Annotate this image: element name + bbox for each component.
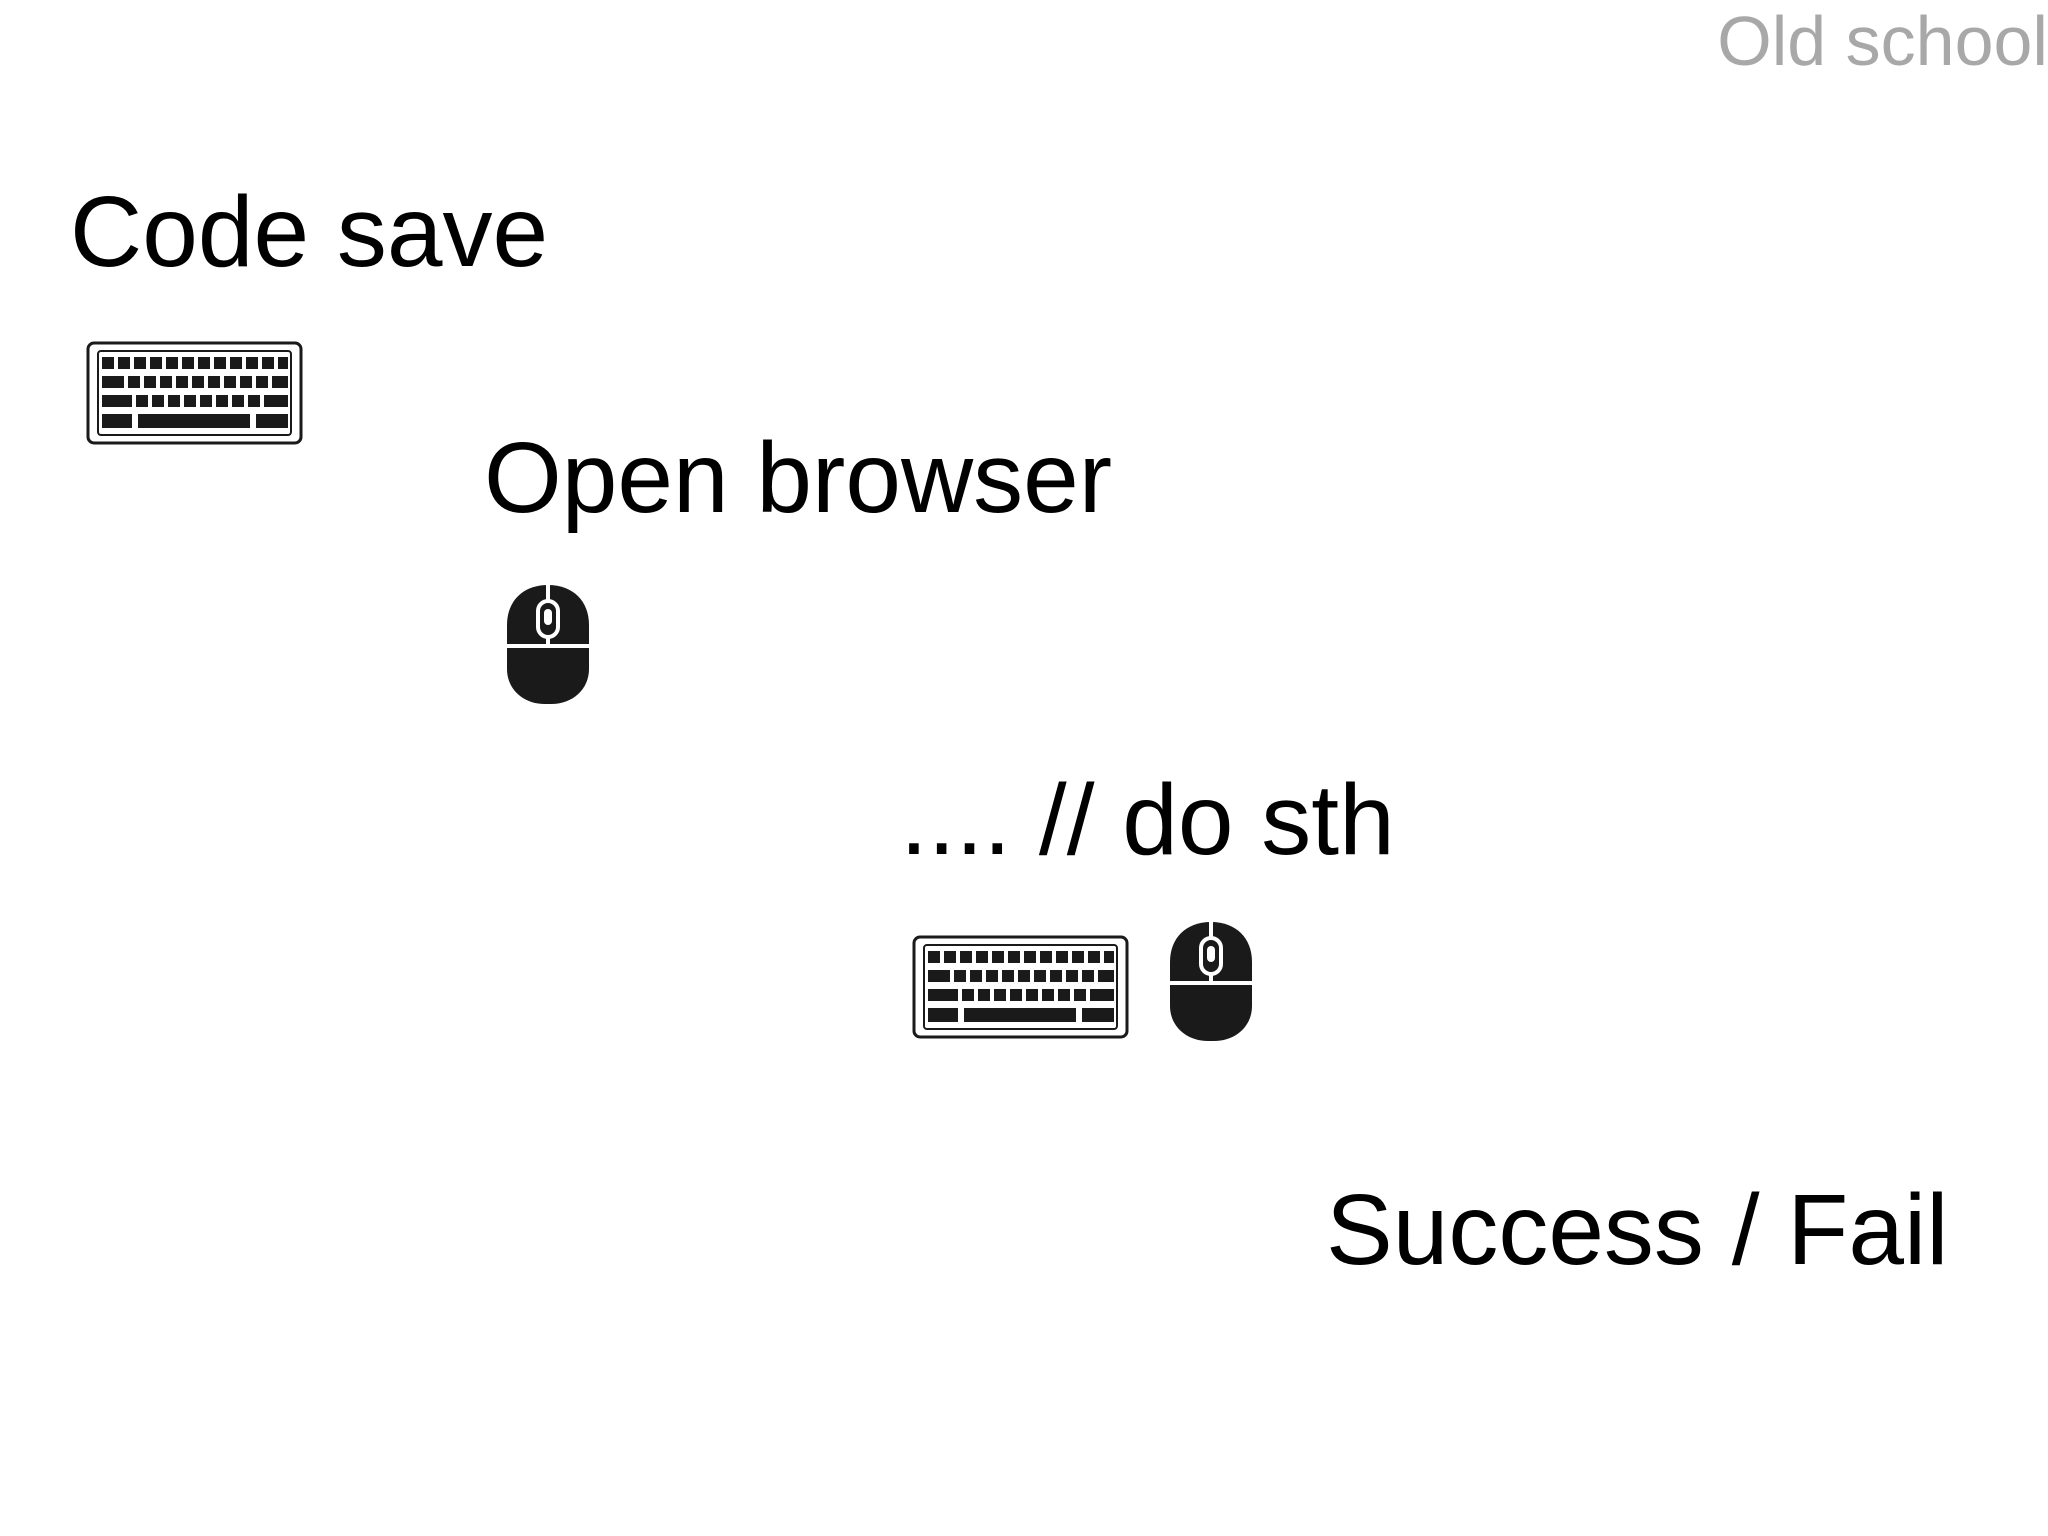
step-open-browser: Open browser (484, 422, 1113, 534)
mouse-icon (1170, 922, 1252, 1041)
step-code-save: Code save (70, 176, 549, 288)
step-success-fail: Success / Fail (1326, 1174, 1949, 1286)
mouse-icon (507, 585, 589, 704)
slide-section-label: Old school (1717, 2, 2048, 80)
keyboard-icon (912, 935, 1129, 1039)
step-do-something: .... // do sth (900, 764, 1395, 876)
keyboard-icon (86, 341, 303, 445)
